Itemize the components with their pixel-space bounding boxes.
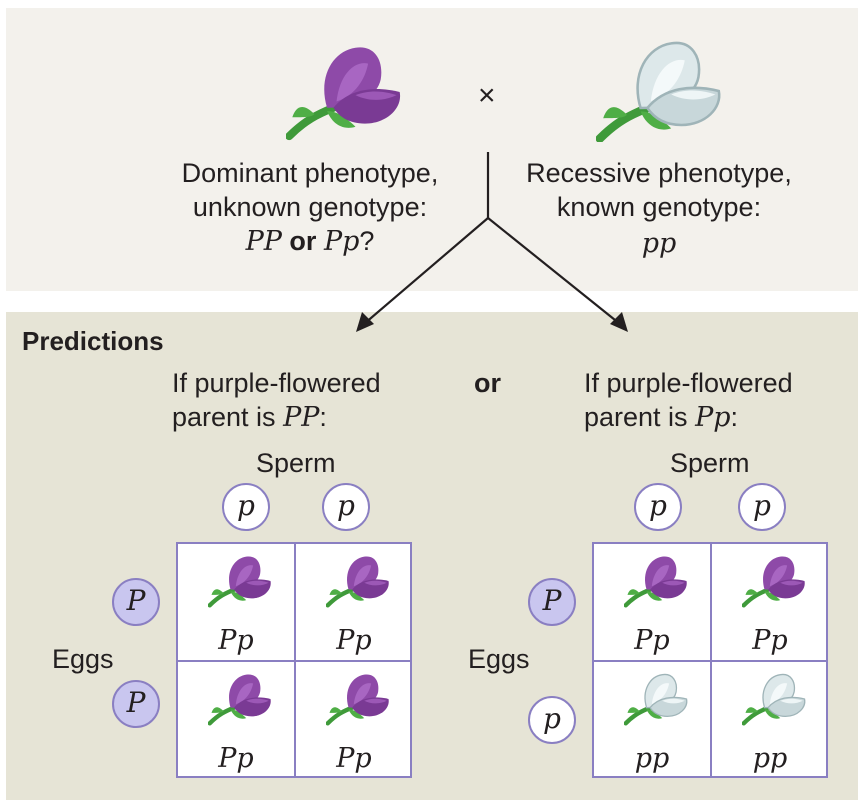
predictions-heading: Predictions	[22, 326, 164, 356]
right-hypothesis-line2: parent is Pp:	[584, 402, 738, 433]
right-hypothesis-colon: :	[730, 402, 739, 432]
left-punnett-square: Pp Pp Pp Pp	[176, 542, 412, 778]
right-punnett-square: Pp Pp pp pp	[592, 542, 828, 778]
left-sperm-allele-1: p	[222, 483, 270, 531]
cross-panel	[6, 8, 858, 291]
right-cell-1-genotype: Pp	[634, 625, 670, 656]
left-eggs-label: Eggs	[52, 644, 114, 674]
right-cell-1: Pp	[594, 544, 710, 660]
right-eggs-label: Eggs	[468, 644, 530, 674]
right-hypothesis-prefix: parent is	[584, 402, 696, 432]
recessive-phenotype-label: Recessive phenotype,	[526, 158, 792, 188]
left-hypothesis-colon: :	[319, 402, 327, 432]
left-hypothesis-line2: parent is PP:	[172, 402, 327, 433]
right-cell-3: pp	[594, 662, 710, 778]
right-sperm-allele-2: p	[738, 483, 786, 531]
known-genotype-label: known genotype:	[556, 192, 762, 222]
right-sperm-label: Sperm	[670, 448, 750, 478]
left-cell-4: Pp	[296, 662, 412, 778]
right-cell-3-genotype: pp	[634, 743, 670, 774]
left-egg-allele-1: P	[112, 578, 160, 626]
purple-flower-icon	[208, 552, 274, 610]
recessive-genotype: pp	[641, 228, 677, 259]
genotype-pp-hetero: Pp	[323, 226, 360, 257]
purple-flower-icon	[624, 552, 690, 610]
dominant-phenotype-label: Dominant phenotype,	[181, 158, 439, 188]
left-cell-2: Pp	[296, 544, 412, 660]
left-cell-2-genotype: Pp	[336, 625, 372, 656]
purple-flower-icon	[742, 552, 808, 610]
right-cell-4-genotype: pp	[752, 743, 788, 774]
left-hypothesis-genotype: PP	[283, 402, 320, 433]
predictions-or: or	[474, 368, 501, 398]
right-egg-allele-1: P	[528, 578, 576, 626]
left-cell-3: Pp	[178, 662, 294, 778]
left-cell-1: Pp	[178, 544, 294, 660]
purple-flower-icon	[208, 670, 274, 728]
left-cell-4-genotype: Pp	[336, 743, 372, 774]
left-cell-3-genotype: Pp	[218, 743, 254, 774]
right-hypothesis-genotype: Pp	[695, 402, 731, 433]
right-cell-4: pp	[712, 662, 828, 778]
unknown-genotype-label: unknown genotype:	[192, 192, 428, 222]
right-egg-allele-2: p	[528, 696, 576, 744]
left-hypothesis-line1: If purple-flowered	[172, 368, 381, 398]
left-hypothesis-prefix: parent is	[172, 402, 284, 432]
left-sperm-label: Sperm	[256, 448, 336, 478]
genotype-question: PP or Pp?	[150, 226, 470, 257]
white-flower-icon	[624, 670, 690, 728]
white-flower-icon	[742, 670, 808, 728]
arrowhead-right	[610, 312, 628, 332]
left-cell-1-genotype: Pp	[218, 625, 254, 656]
right-cell-2-genotype: Pp	[752, 625, 788, 656]
left-sperm-allele-2: p	[322, 483, 370, 531]
purple-flower-icon	[326, 670, 392, 728]
arrowhead-left	[356, 312, 374, 332]
right-hypothesis-line1: If purple-flowered	[584, 368, 793, 398]
question-mark: ?	[359, 226, 375, 256]
or-word: or	[289, 226, 317, 256]
right-sperm-allele-1: p	[634, 483, 682, 531]
purple-flower-icon	[326, 552, 392, 610]
right-cell-2: Pp	[712, 544, 828, 660]
cross-symbol: ×	[478, 79, 496, 112]
left-egg-allele-2: P	[112, 680, 160, 728]
genotype-pp-dominant: PP	[245, 226, 282, 257]
